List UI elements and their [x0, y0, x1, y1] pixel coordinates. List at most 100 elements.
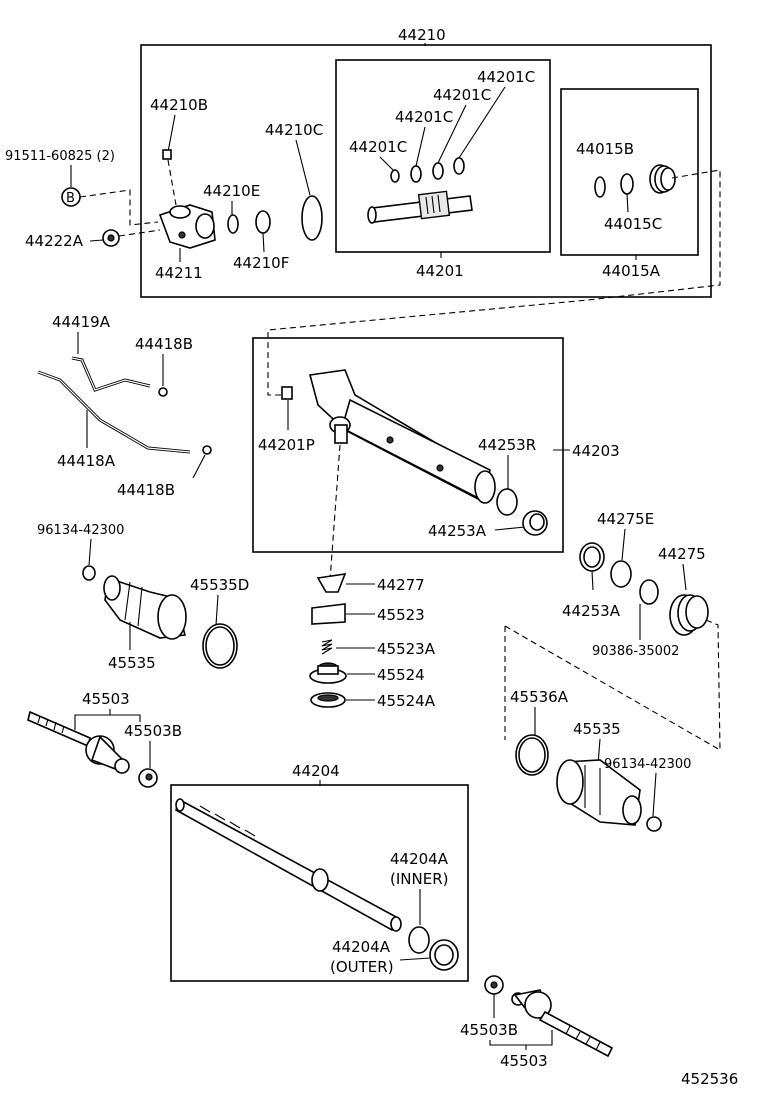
label-44201C-3: 44201C — [395, 108, 453, 126]
label-outer: (OUTER) — [330, 958, 394, 976]
label-44203: 44203 — [572, 442, 620, 460]
label-45524: 45524 — [377, 666, 425, 684]
label-inner: (INNER) — [390, 870, 448, 888]
label-45535-2: 45535 — [573, 720, 621, 738]
label-45503-1: 45503 — [82, 690, 130, 708]
label-45536A: 45536A — [510, 688, 569, 706]
tie-rod-right: 45503B 45503 — [460, 975, 614, 1070]
label-45524A: 45524A — [377, 692, 436, 710]
label-44201: 44201 — [416, 262, 464, 280]
part-45535-right — [556, 759, 642, 826]
part-44201-shaft — [367, 190, 473, 224]
part-44275 — [669, 594, 709, 636]
part-44277 — [316, 573, 347, 593]
label-45503B-2: 45503B — [460, 1021, 518, 1039]
label-44201C-1: 44201C — [477, 68, 535, 86]
leader-44201C-3 — [415, 126, 426, 167]
label-45535-1: 45535 — [108, 654, 156, 672]
label-45523: 45523 — [377, 606, 425, 624]
leader-45503-1 — [74, 714, 141, 730]
part-44211 — [158, 204, 216, 249]
part-96134-1 — [82, 565, 96, 581]
dash-right — [504, 619, 721, 751]
leader-96134-2 — [652, 772, 657, 817]
part-44210C — [301, 195, 323, 241]
label-45503-2: 45503 — [500, 1052, 548, 1070]
leader-44275 — [682, 563, 687, 591]
label-44015B: 44015B — [576, 140, 634, 158]
label-44204: 44204 — [292, 762, 340, 780]
leader-44210B — [167, 114, 176, 153]
leader-44253A-2 — [591, 570, 594, 591]
leader-44210C — [295, 139, 311, 196]
leader-44204A-2 — [399, 957, 431, 961]
leader-44253A-1 — [494, 526, 526, 531]
part-44210E — [227, 214, 239, 234]
box-44015A — [560, 88, 699, 256]
part-44275E — [610, 560, 632, 588]
label-45523A: 45523A — [377, 640, 436, 658]
label-44222A: 44222A — [25, 232, 84, 250]
part-44418B-2 — [202, 445, 212, 455]
label-44275: 44275 — [658, 545, 706, 563]
label-45503B-1: 45503B — [124, 722, 182, 740]
label-44210E: 44210E — [203, 182, 260, 200]
part-44015C — [620, 173, 634, 195]
box-44204 — [170, 784, 469, 982]
label-44204A-2: 44204A — [332, 938, 391, 956]
label-44418B-2: 44418B — [117, 481, 175, 499]
right-seal-group: 44253A 44275E 44275 90386-35002 — [504, 510, 721, 751]
part-44204A-inner — [408, 926, 430, 954]
label-44210B: 44210B — [150, 96, 208, 114]
b-circle-letter: B — [66, 191, 75, 206]
part-44201C-3 — [410, 165, 422, 183]
box-44203 — [252, 337, 564, 553]
pipe-lines: 44419A 44418B 44418A 44418B — [37, 313, 212, 499]
label-44211: 44211 — [155, 264, 203, 282]
label-96134-1: 96134-42300 — [37, 523, 124, 538]
assembly-44203: 44201P 44253R 44203 44253A — [252, 337, 620, 581]
label-44418B-1: 44418B — [135, 335, 193, 353]
label-44253R: 44253R — [478, 436, 536, 454]
tie-rod-left: 45503 45503B — [27, 690, 182, 788]
label-44204A-1: 44204A — [390, 850, 449, 868]
part-44210B — [162, 149, 172, 160]
dash-44210B — [167, 159, 177, 206]
leader-45535D — [215, 594, 219, 626]
label-44253A-1: 44253A — [428, 522, 487, 540]
label-44201C-2: 44201C — [433, 86, 491, 104]
part-45535-left — [103, 575, 187, 640]
label-45535D: 45535D — [190, 576, 249, 594]
label-44210C: 44210C — [265, 121, 323, 139]
part-45523A — [321, 639, 333, 655]
part-45503-right — [511, 989, 614, 1058]
part-44201P — [281, 386, 293, 400]
label-44253A-2: 44253A — [562, 602, 621, 620]
label-91511: 91511-60825 (2) — [5, 149, 115, 164]
leader-96134-1 — [88, 538, 92, 566]
rack-44204: 44204 44204A (INNER) 44204A (OUTER) — [170, 762, 469, 982]
part-96134-2 — [646, 816, 662, 832]
part-45503-left — [27, 710, 130, 774]
label-44418A: 44418A — [57, 452, 116, 470]
part-44203-housing — [308, 369, 496, 504]
leader-45503-2 — [489, 1030, 553, 1046]
part-44210F — [255, 210, 271, 234]
part-45524 — [309, 662, 347, 684]
assembly-44210: 44210 44210B 44210C 44210E 44210F 44211 … — [5, 26, 721, 396]
label-44210: 44210 — [398, 26, 446, 44]
part-44222A-hole — [107, 234, 115, 242]
guide-parts: 44277 45523 45523A 45524 45524A — [309, 573, 436, 710]
part-44204-rack — [174, 798, 402, 932]
boot-left: 96134-42300 45535D 45535 — [37, 523, 249, 672]
label-44201C-4: 44201C — [349, 138, 407, 156]
dash-44222A — [118, 229, 161, 237]
label-44277: 44277 — [377, 576, 425, 594]
leader-44418B-2 — [192, 454, 206, 479]
label-44201P: 44201P — [258, 436, 315, 454]
figure-number: 452536 — [681, 1070, 738, 1088]
label-44015A: 44015A — [602, 262, 661, 280]
leader-44210F — [262, 232, 265, 253]
leader-44015C — [626, 193, 629, 213]
